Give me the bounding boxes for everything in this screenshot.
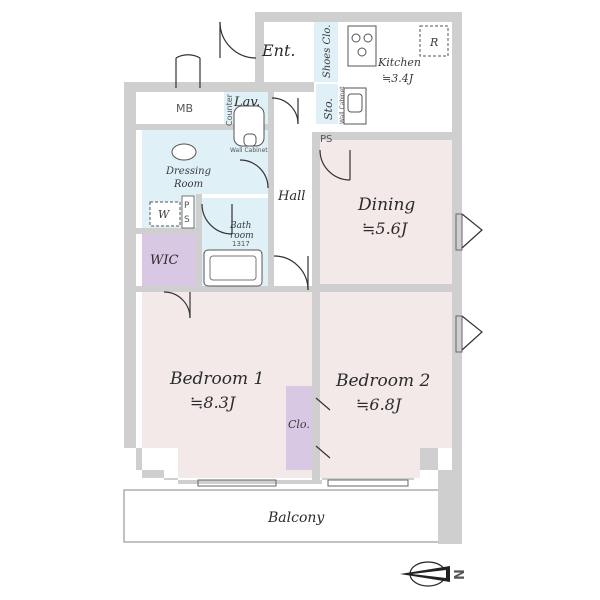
- dining-floor: [318, 140, 452, 288]
- balcony-wall: [438, 478, 462, 544]
- label-bedroom2: Bedroom 2: [335, 371, 430, 391]
- label-dining: Dining: [357, 195, 415, 215]
- label-hall: Hall: [277, 189, 305, 204]
- bedroom1-floor: [142, 290, 316, 478]
- storage-floor: [316, 84, 338, 124]
- windows: [197, 213, 463, 487]
- toilet-icon: [233, 105, 265, 147]
- label-balcony: Balcony: [267, 510, 325, 526]
- label-kitchen: Kitchen: [377, 56, 421, 69]
- label-dressing-2: Room: [173, 179, 203, 190]
- label-entrance: Ent.: [261, 41, 296, 60]
- washbasin-icon: [171, 143, 197, 161]
- label-dining-size: ≒5.6J: [362, 219, 409, 238]
- label-closet: Clo.: [288, 418, 310, 431]
- label-ps-kitchen: PS: [320, 134, 332, 145]
- label-storage: Sto.: [322, 98, 335, 120]
- compass-label: N: [453, 569, 468, 580]
- label-bath-1: Bath: [229, 221, 251, 231]
- label-bath-2: room: [230, 231, 254, 241]
- wic-floor: [142, 232, 198, 288]
- label-bedroom2-size: ≒6.8J: [356, 395, 403, 414]
- label-ps-s: S: [184, 215, 190, 225]
- fixtures: [149, 25, 449, 287]
- label-fridge: R: [429, 36, 438, 49]
- bathtub-icon: [203, 249, 263, 287]
- closet-floor: [286, 386, 314, 470]
- label-ps-p: P: [184, 201, 190, 211]
- label-bedroom1-size: ≒8.3J: [190, 393, 237, 412]
- label-counter: Counter: [225, 93, 234, 126]
- label-washer: W: [158, 208, 171, 221]
- shoes-closet-floor: [314, 22, 338, 82]
- label-wall-cabinet-lav: Wall Cabinet: [230, 147, 268, 154]
- label-kitchen-size: ≒3.4J: [382, 72, 414, 85]
- bedroom2-floor: [318, 290, 452, 478]
- label-dressing-1: Dressing: [165, 166, 211, 177]
- label-shoes-closet: Shoes Clo.: [322, 25, 333, 78]
- label-mb: MB: [176, 102, 193, 115]
- interior-walls: [136, 82, 452, 482]
- label-bedroom1: Bedroom 1: [169, 369, 264, 389]
- doors: [163, 21, 483, 459]
- label-wall-cabinet-kitchen: Wall Cabinet: [339, 86, 346, 124]
- compass-icon: [400, 561, 450, 587]
- label-lavatory: Lav.: [233, 95, 260, 110]
- balcony-area: [123, 489, 451, 543]
- label-bath-code: 1317: [232, 240, 250, 248]
- label-wic: WIC: [150, 253, 178, 268]
- fridge-space: [419, 25, 449, 57]
